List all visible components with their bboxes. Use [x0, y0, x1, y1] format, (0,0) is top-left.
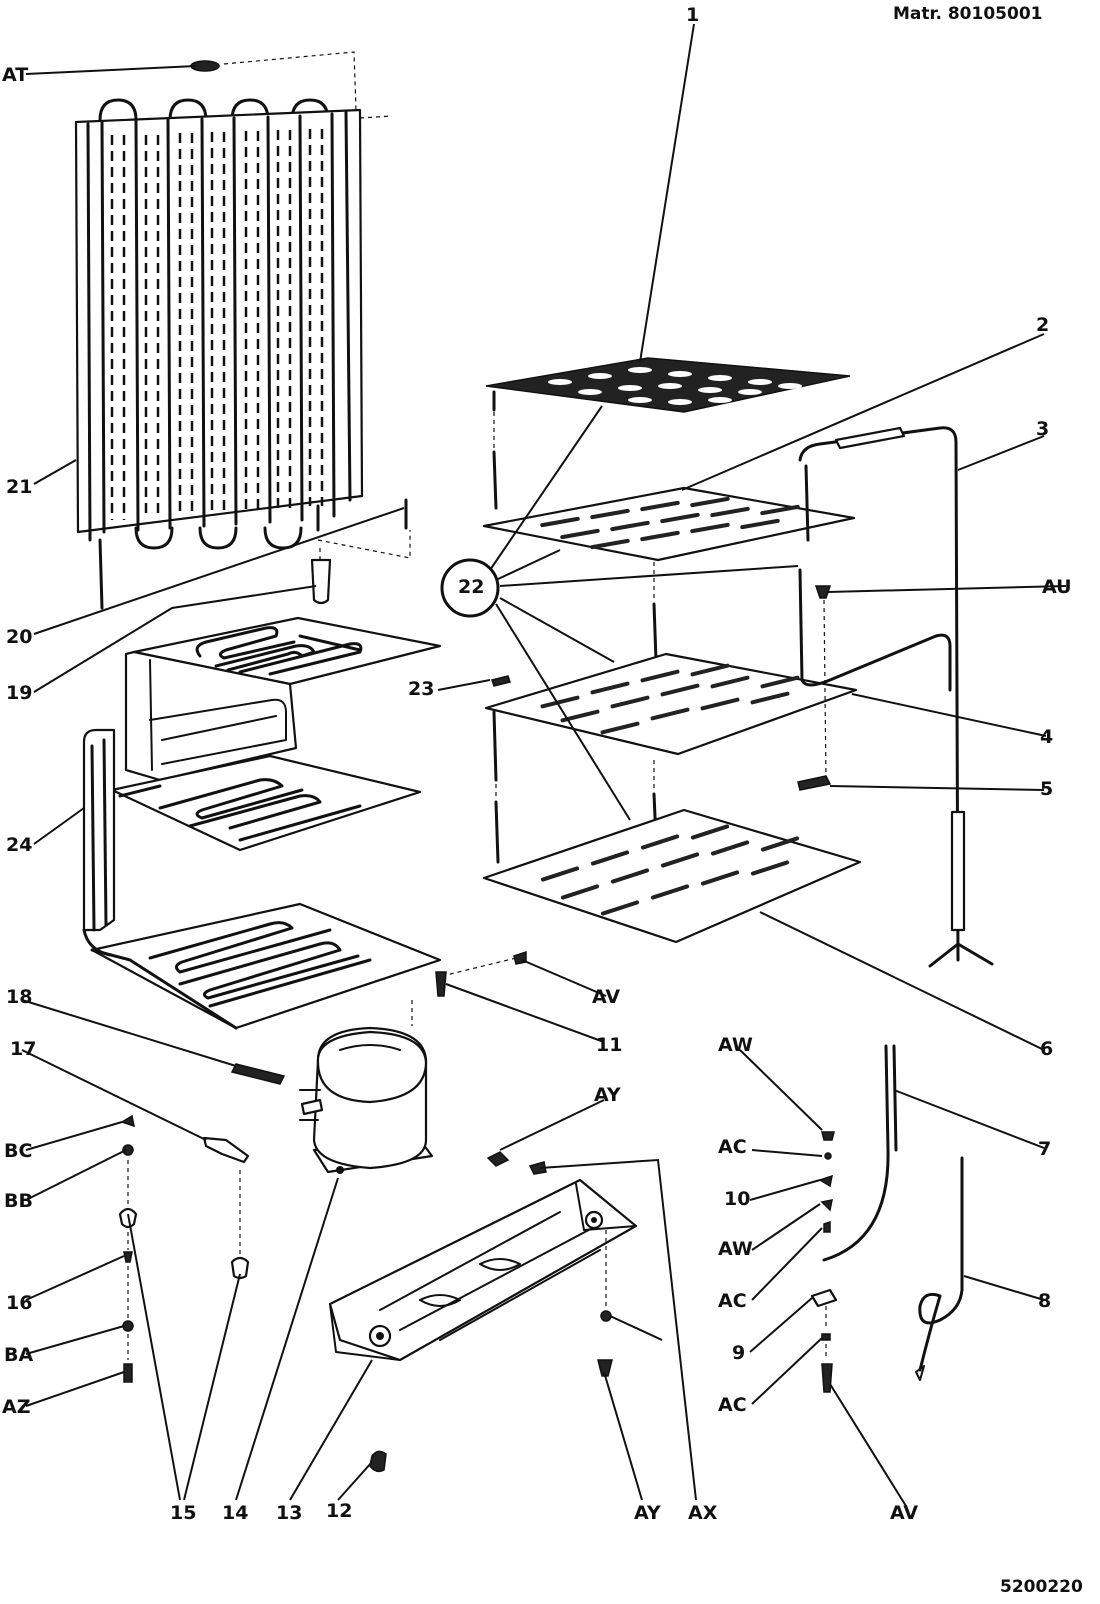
evaporator-icon [82, 616, 442, 1030]
label-part-ac-3: AC [718, 1394, 747, 1416]
label-part-ax: AX [688, 1502, 718, 1524]
label-part-7: 7 [1038, 1138, 1052, 1160]
vented-shelf-icon [482, 486, 856, 562]
label-part-14: 14 [222, 1502, 249, 1524]
label-part-19: 19 [6, 682, 33, 704]
rubber-foot-icon [528, 1161, 547, 1175]
label-part-aw-1: AW [718, 1034, 753, 1056]
label-part-ay-1: AY [594, 1084, 621, 1106]
label-part-au: AU [1042, 576, 1072, 598]
callout-circle [440, 558, 500, 618]
label-part-az: AZ [2, 1396, 31, 1418]
label-part-16: 16 [6, 1292, 33, 1314]
screw-icon [597, 1359, 613, 1377]
filter-drier-icon [310, 548, 332, 605]
label-part-av-1: AV [592, 986, 621, 1008]
label-part-bc: BC [4, 1140, 33, 1162]
label-part-22: 22 [458, 576, 485, 598]
label-part-18: 18 [6, 986, 33, 1008]
screw-icon [814, 585, 832, 599]
label-part-1: 1 [686, 4, 700, 26]
label-part-5: 5 [1040, 778, 1054, 800]
leader-lines [21, 23, 1067, 1507]
label-part-aw-2: AW [718, 1238, 753, 1260]
label-part-24: 24 [6, 834, 33, 856]
label-part-ac-1: AC [718, 1136, 747, 1158]
label-part-12: 12 [326, 1500, 353, 1522]
clip-icon [202, 1136, 250, 1164]
label-part-ba: BA [4, 1344, 34, 1366]
label-part-6: 6 [1040, 1038, 1054, 1060]
label-part-4: 4 [1040, 726, 1054, 748]
screw-icon [435, 971, 447, 997]
wire-shelf-icon [485, 357, 851, 413]
vented-shelf-icon [482, 808, 862, 944]
label-part-15: 15 [170, 1502, 197, 1524]
label-part-21: 21 [6, 476, 33, 498]
label-part-13: 13 [276, 1502, 303, 1524]
bracket-icon [797, 775, 832, 791]
label-part-av-2: AV [890, 1502, 919, 1524]
capillary-tube-icon [822, 1044, 898, 1262]
rubber-foot-icon [486, 1151, 510, 1167]
nut-icon [600, 1310, 612, 1322]
material-code: Matr. 80105001 [893, 4, 1043, 24]
grommet-icon [230, 1256, 250, 1280]
label-part-17: 17 [10, 1038, 37, 1060]
label-part-ay-2: AY [634, 1502, 661, 1524]
label-part-ac-2: AC [718, 1290, 747, 1312]
frame-tube-icon [798, 426, 994, 968]
label-part-20: 20 [6, 626, 33, 648]
label-part-2: 2 [1036, 314, 1050, 336]
tube-connector-icon [317, 498, 411, 559]
vented-shelf-icon [484, 652, 858, 782]
thermostat-icon [915, 1156, 964, 1381]
drawing-number: 5200220 [1000, 1577, 1083, 1597]
label-part-11: 11 [596, 1034, 623, 1056]
base-plate-icon [328, 1178, 638, 1362]
label-part-23: 23 [408, 678, 435, 700]
label-part-8: 8 [1038, 1290, 1052, 1312]
label-part-at: AT [2, 64, 29, 86]
label-part-10: 10 [724, 1188, 751, 1210]
bracket-icon [491, 675, 511, 687]
condenser-icon [74, 51, 393, 610]
compressor-icon [230, 1026, 434, 1174]
screw-icon [513, 950, 527, 965]
label-part-bb: BB [4, 1190, 33, 1212]
label-part-9: 9 [732, 1342, 746, 1364]
label-part-3: 3 [1036, 418, 1050, 440]
grommet-icon [369, 1450, 387, 1473]
fastener-stack-icon [810, 1131, 838, 1393]
